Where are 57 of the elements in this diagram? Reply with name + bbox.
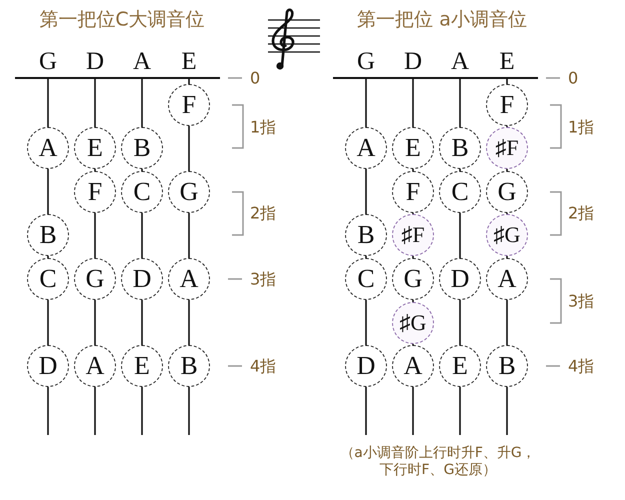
finger-label: 0 <box>568 68 578 88</box>
sharp-note-circle: ♯G <box>392 302 434 344</box>
note-circle: F <box>486 84 528 126</box>
string-name: G <box>38 47 58 77</box>
note-circle: C <box>27 258 69 300</box>
finger-label: 2指 <box>568 203 594 223</box>
note-circle: F <box>168 84 210 126</box>
note-circle: G <box>74 258 116 300</box>
note-circle: B <box>486 345 528 387</box>
note-circle: E <box>121 345 163 387</box>
string-name: A <box>450 47 470 77</box>
note-circle: B <box>439 127 481 169</box>
note-circle: D <box>121 258 163 300</box>
string-name: G <box>356 47 376 77</box>
note-circle: B <box>345 214 387 256</box>
note-circle: G <box>486 171 528 213</box>
note-circle: F <box>74 171 116 213</box>
note-circle: A <box>345 127 387 169</box>
note-circle: C <box>345 258 387 300</box>
note-circle: E <box>392 127 434 169</box>
finger-label: 1指 <box>568 117 594 137</box>
chart-title: 第一把位 a小调音位 <box>357 8 527 32</box>
sharp-note-circle: ♯F <box>392 214 434 256</box>
finger-label: 3指 <box>568 291 594 311</box>
note-circle: C <box>439 171 481 213</box>
note-circle: F <box>392 171 434 213</box>
note-circle: A <box>168 258 210 300</box>
note-circle: G <box>168 171 210 213</box>
finger-label: 0 <box>250 68 260 88</box>
string-name: E <box>499 47 515 77</box>
note-circle: D <box>345 345 387 387</box>
chart-title: 第一把位C大调音位 <box>39 8 205 32</box>
note-circle: B <box>121 127 163 169</box>
note-circle: B <box>168 345 210 387</box>
string-name: E <box>181 47 197 77</box>
string-name: D <box>86 47 104 77</box>
note-circle: B <box>27 214 69 256</box>
note-circle: D <box>439 258 481 300</box>
note-circle: D <box>27 345 69 387</box>
note-circle: C <box>121 171 163 213</box>
footnote: （a小调音阶上行时升F、升G，下行时F、G还原） <box>340 445 536 479</box>
finger-label: 2指 <box>250 203 276 223</box>
string-name: A <box>132 47 152 77</box>
string-name: D <box>404 47 422 77</box>
note-circle: G <box>392 258 434 300</box>
finger-label: 4指 <box>250 356 276 376</box>
note-circle: A <box>27 127 69 169</box>
note-circle: E <box>74 127 116 169</box>
note-circle: A <box>74 345 116 387</box>
note-circle: A <box>392 345 434 387</box>
sharp-note-circle: ♯F <box>486 127 528 169</box>
finger-label: 3指 <box>250 269 276 289</box>
note-circle: A <box>486 258 528 300</box>
finger-label: 1指 <box>250 117 276 137</box>
finger-label: 4指 <box>568 356 594 376</box>
note-circle: E <box>439 345 481 387</box>
sharp-note-circle: ♯G <box>486 214 528 256</box>
